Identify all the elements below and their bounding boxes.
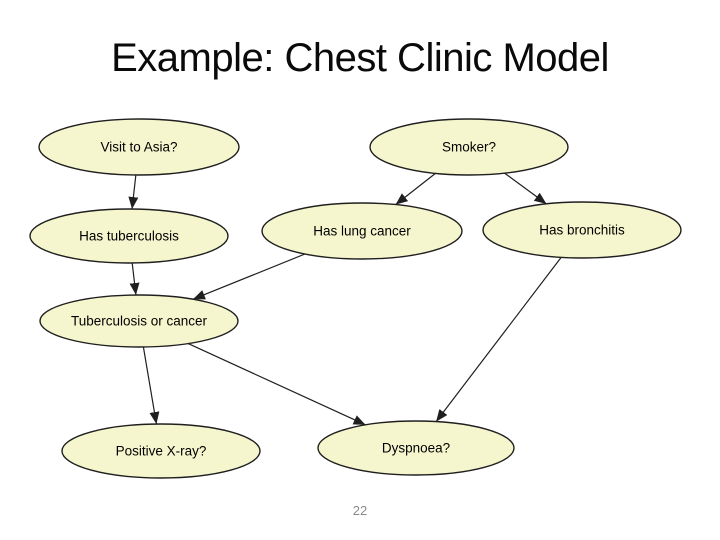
tuberculosis-or-cancer-ellipse [39, 294, 239, 348]
node-tuberculosis-or-cancer: Tuberculosis or cancer [39, 294, 239, 348]
page-number: 22 [352, 503, 368, 518]
node-visit-asia: Visit to Asia? [38, 118, 240, 176]
positive-xray-ellipse [61, 423, 261, 479]
has-bronchitis-label: Has bronchitis [539, 223, 625, 238]
edge-has-lung-cancer-tuberculosis-or-cancer [192, 253, 306, 300]
smoker-ellipse [369, 118, 569, 176]
tuberculosis-or-cancer-label: Tuberculosis or cancer [71, 314, 208, 329]
has-lung-cancer-ellipse [261, 202, 463, 260]
visit-asia-ellipse [38, 118, 240, 176]
edge-smoker-has-bronchitis [504, 172, 547, 205]
dyspnoea-label: Dyspnoea? [382, 441, 450, 456]
node-dyspnoea: Dyspnoea? [317, 420, 515, 476]
edge-has-bronchitis-dyspnoea [435, 257, 562, 422]
node-has-tuberculosis: Has tuberculosis [29, 208, 229, 264]
positive-xray-label: Positive X-ray? [116, 444, 207, 459]
edge-tuberculosis-or-cancer-positive-xray [142, 346, 160, 425]
has-tuberculosis-ellipse [29, 208, 229, 264]
visit-asia-label: Visit to Asia? [100, 140, 177, 155]
edge-visit-asia-has-tuberculosis [128, 174, 139, 210]
edge-smoker-has-lung-cancer [395, 172, 436, 206]
node-has-bronchitis: Has bronchitis [482, 201, 682, 259]
has-bronchitis-ellipse [482, 201, 682, 259]
has-tuberculosis-label: Has tuberculosis [79, 229, 179, 244]
slide-title: Example: Chest Clinic Model [111, 36, 609, 80]
node-positive-xray: Positive X-ray? [61, 423, 261, 479]
dyspnoea-ellipse [317, 420, 515, 476]
edge-tuberculosis-or-cancer-dyspnoea [187, 343, 366, 426]
smoker-label: Smoker? [442, 140, 496, 155]
node-has-lung-cancer: Has lung cancer [261, 202, 463, 260]
has-lung-cancer-label: Has lung cancer [313, 224, 411, 239]
edge-has-tuberculosis-tuberculosis-or-cancer [129, 262, 140, 296]
node-smoker: Smoker? [369, 118, 569, 176]
